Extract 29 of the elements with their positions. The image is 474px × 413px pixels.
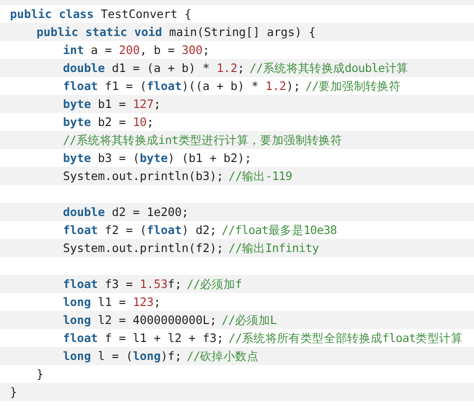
code-line: float f1 = (float)((a + b) * 1.2); [63, 79, 300, 93]
code-comment: //float最多是10e38 [222, 223, 337, 237]
code-line: System.out.println(b3); [63, 169, 224, 183]
code-line: } [10, 385, 17, 399]
code-line: long l1 = 123; [63, 295, 161, 309]
code-line: long l = (long)f; [63, 349, 182, 363]
code-comment: //系统将其转换成double计算 [250, 61, 408, 75]
code-comment: //输出Infinity [228, 241, 319, 255]
code-comment: //要加强制转换符 [305, 79, 401, 93]
code-line: float f = l1 + l2 + f3; [63, 331, 224, 345]
code-line: } [36, 367, 44, 381]
code-comment: //系统将其转换成int类型进行计算，要加强制转换符 [63, 133, 342, 147]
code-line: byte b2 = 10; [63, 115, 154, 129]
code-comment: //必须加f [186, 277, 242, 291]
code-line: public class TestConvert { [10, 7, 192, 21]
code-line: System.out.println(f2); [63, 241, 224, 255]
code-line: int a = 200, b = 300; [63, 43, 210, 57]
code-line: long l2 = 4000000000L; [63, 313, 217, 327]
code-line: double d2 = 1e200; [63, 205, 189, 219]
code-comment: //输出-119 [228, 169, 292, 183]
code-line: float f3 = 1.53f; [63, 277, 182, 291]
code-line: byte b3 = (byte) (b1 + b2); [63, 151, 252, 165]
code-line: double d1 = (a + b) * 1.2; [63, 61, 245, 75]
code-comment: //必须加L [222, 313, 277, 327]
code-comment: //系统将所有类型全部转换成float类型计算 [228, 331, 463, 345]
code-line: public static void main(String[] args) { [36, 25, 316, 39]
code-line: byte b1 = 127; [63, 97, 161, 111]
code-comment: //砍掉小数点 [186, 349, 259, 363]
code-line: float f2 = (float) d2; [63, 223, 217, 237]
